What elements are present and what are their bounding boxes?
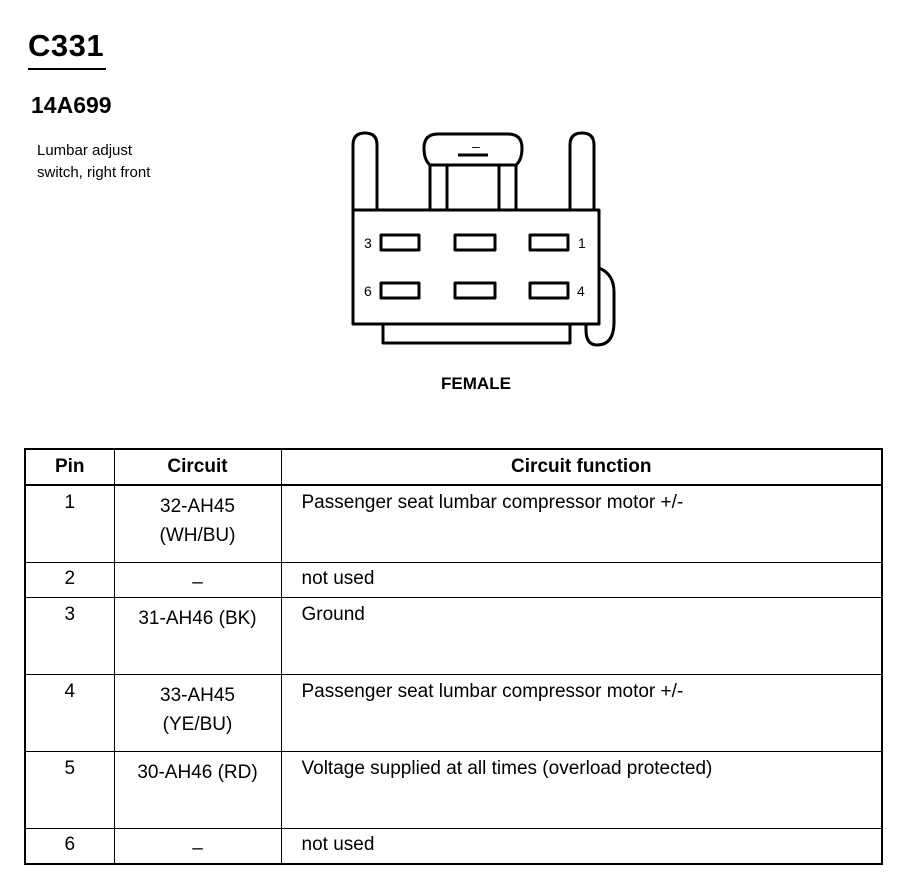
left-lock-tab	[351, 131, 379, 210]
latch-mark: –	[472, 138, 480, 154]
right-side-clip	[584, 266, 616, 347]
description-line-1: Lumbar adjust	[37, 142, 133, 159]
face-label-pin-6: 6	[364, 283, 372, 299]
pin-cavity-1	[528, 233, 570, 252]
circuit-cell: 30-AH46 (RD)	[113, 751, 282, 829]
connector-body	[351, 208, 601, 326]
circuit-cell: –	[113, 828, 282, 865]
function-cell: Passenger seat lumbar compressor motor +…	[280, 484, 883, 563]
pin-cell: 3	[24, 597, 115, 675]
table-row: 6 – not used	[24, 828, 883, 865]
circuit-number: 30-AH46 (RD)	[137, 762, 258, 783]
top-latch	[422, 132, 524, 210]
pin-cavity-2	[453, 233, 497, 252]
pin-cell: 4	[24, 674, 115, 752]
connector-id: C331	[28, 28, 105, 63]
connector-face-diagram: 3 1 6 4 –	[351, 131, 616, 347]
circuit-color: (YE/BU)	[162, 714, 233, 735]
circuit-cell: 31-AH46 (BK)	[113, 597, 282, 675]
face-label-pin-4: 4	[577, 283, 585, 299]
circuit-cell: 33-AH45 (YE/BU)	[113, 674, 282, 752]
table-row: 1 32-AH45 (WH/BU) Passenger seat lumbar …	[24, 484, 883, 563]
circuit-number: 33-AH45	[160, 685, 235, 706]
pin-cell: 1	[24, 484, 115, 563]
header-circuit: Circuit	[113, 448, 282, 486]
circuit-cell: –	[113, 562, 282, 598]
circuit-number: 31-AH46 (BK)	[138, 608, 257, 629]
circuit-number: 32-AH45	[160, 496, 235, 517]
circuit-cell: 32-AH45 (WH/BU)	[113, 484, 282, 563]
pin-cell: 2	[24, 562, 115, 598]
pin-cavity-4	[528, 281, 570, 300]
part-number: 14A699	[31, 92, 112, 118]
right-lock-tab	[568, 131, 596, 210]
connector-id-underline	[28, 68, 106, 70]
function-cell: Passenger seat lumbar compressor motor +…	[280, 674, 883, 752]
pin-cell: 5	[24, 751, 115, 829]
pin-cavity-6	[379, 281, 421, 300]
pin-cavity-3	[379, 233, 421, 252]
function-cell: Ground	[280, 597, 883, 675]
circuit-number: –	[192, 572, 203, 593]
function-cell: not used	[280, 562, 883, 598]
table-row: 4 33-AH45 (YE/BU) Passenger seat lumbar …	[24, 674, 883, 752]
description-line-2: switch, right front	[37, 164, 151, 181]
connector-description: Lumbar adjust switch, right front	[37, 140, 197, 184]
circuit-color: (WH/BU)	[159, 525, 236, 546]
connector-bottom-lip	[381, 324, 572, 345]
function-cell: Voltage supplied at all times (overload …	[280, 751, 883, 829]
table-row: 5 30-AH46 (RD) Voltage supplied at all t…	[24, 751, 883, 829]
connector-gender-label: FEMALE	[441, 374, 511, 393]
table-header-row: Pin Circuit Circuit function	[24, 448, 883, 486]
face-label-pin-3: 3	[364, 235, 372, 251]
pin-cavity-5	[453, 281, 497, 300]
circuit-number: –	[192, 838, 203, 859]
face-label-pin-1: 1	[578, 235, 586, 251]
pin-cell: 6	[24, 828, 115, 865]
header-circuit-function: Circuit function	[280, 448, 883, 486]
function-cell: not used	[280, 828, 883, 865]
header-pin: Pin	[24, 448, 115, 486]
table-row: 2 – not used	[24, 562, 883, 598]
pin-table: Pin Circuit Circuit function 1 32-AH45 (…	[24, 448, 883, 865]
table-row: 3 31-AH46 (BK) Ground	[24, 597, 883, 675]
